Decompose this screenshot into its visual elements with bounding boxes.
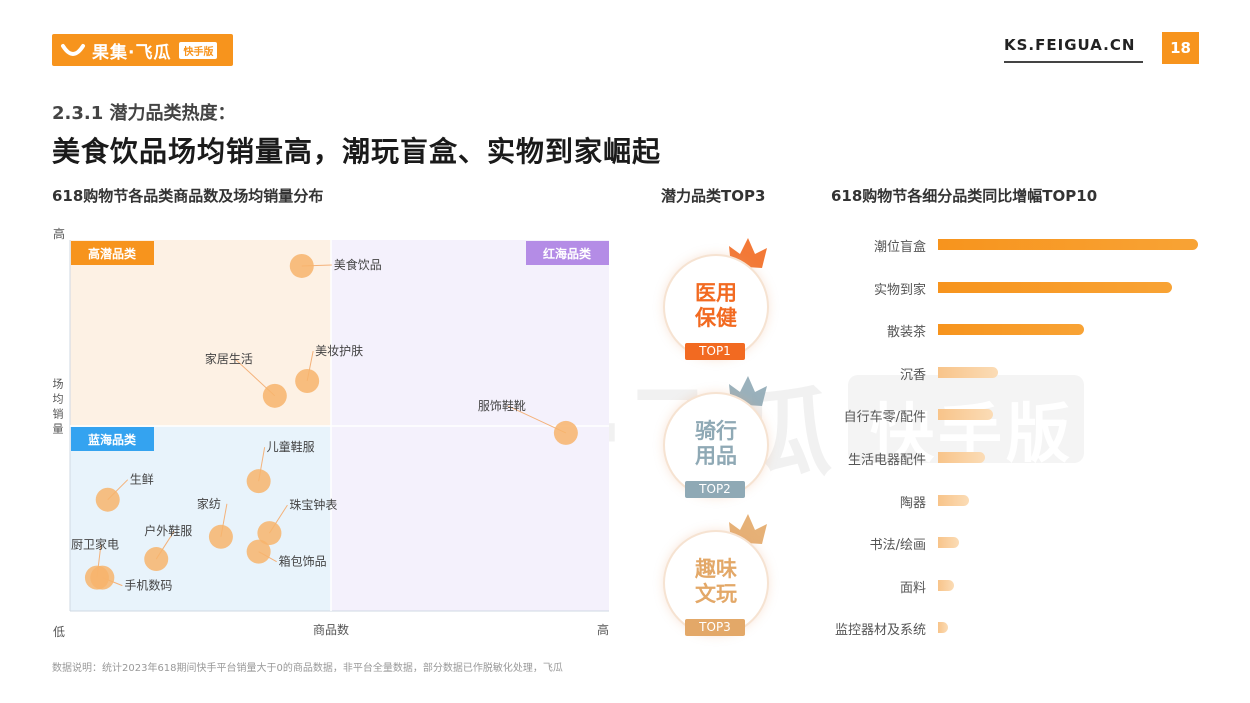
bar [938, 452, 985, 463]
bar-category-label: 陶器 [899, 495, 926, 511]
top3-rank-tag: TOP1 [685, 343, 745, 360]
scatter-point [144, 547, 169, 572]
quadrant-potential-label: 高潜品类 [88, 246, 137, 261]
top3-rank-tag: TOP2 [685, 481, 745, 498]
right-chart-subtitle: 618购物节各细分品类同比增幅TOP10 [831, 187, 1098, 205]
bar-category-label: 自行车零/配件 [843, 410, 926, 426]
scatter-chart: 高潜品类 红海品类 蓝海品类 高 低 商品数 高 场均销量 美食饮品美妆护肤家居… [53, 226, 610, 639]
bar-category-label: 生活电器配件 [847, 453, 926, 468]
quadrant-red-sea-tag-bg [526, 241, 609, 265]
bar [938, 622, 949, 634]
scatter-point-label: 服饰鞋靴 [478, 398, 526, 413]
scatter-point [208, 524, 233, 549]
scatter-point-label: 户外鞋服 [144, 523, 192, 538]
bar [938, 409, 993, 421]
bar-category-label: 监控器材及系统 [834, 623, 926, 639]
bar-category-label: 书法/绘画 [869, 538, 926, 554]
scatter-point-label: 家居生活 [205, 351, 253, 366]
scatter-point-label: 美妆护肤 [315, 343, 363, 358]
bar-category-label: 沉香 [899, 367, 926, 383]
top3-badge-circle [663, 392, 769, 498]
top3-name-line1: 趣味 [695, 557, 737, 581]
site-underline [1004, 61, 1143, 63]
bar-category-label: 散装茶 [886, 325, 926, 341]
scatter-point-label: 儿童鞋服 [267, 439, 315, 454]
logo-mark-icon [61, 44, 85, 56]
scatter-point-label: 珠宝钟表 [289, 497, 337, 512]
quadrant-red-sea-label: 红海品类 [543, 246, 592, 261]
x-axis-label: 商品数 [313, 622, 349, 637]
top3-badge-circle [663, 530, 769, 636]
x-axis-high: 高 [597, 622, 609, 637]
top3-name-line1: 骑行 [695, 419, 737, 443]
bar [938, 494, 970, 506]
scatter-point [553, 420, 578, 445]
scatter-point-label: 家纺 [197, 496, 221, 511]
bar [938, 281, 1172, 293]
footnote: 数据说明：统计2023年618期间快手平台销量大于0的商品数据，非平台全量数据，… [52, 663, 563, 674]
top3-badge-name: 趣味文玩 [665, 557, 767, 607]
scatter-point-label: 箱包饰品 [279, 554, 327, 569]
quadrant-potential-bg [70, 240, 331, 426]
logo-text: 果集·飞瓜 [92, 42, 172, 63]
page-number: 18 [1162, 32, 1199, 64]
scatter-point-label: 手机数码 [124, 578, 172, 593]
bar [938, 579, 954, 591]
top3-rank-tag: TOP3 [685, 619, 745, 636]
scatter-point [246, 469, 271, 494]
top3-name-line1: 医用 [695, 281, 737, 305]
quadrant-blue-sea-tag-bg [71, 427, 154, 451]
site-url[interactable]: KS.FEIGUA.CN [1004, 36, 1136, 54]
scatter-point [246, 539, 271, 564]
scatter-point [295, 368, 320, 393]
quadrant-blue-sea-label: 蓝海品类 [88, 432, 137, 447]
page-title: 美食饮品场均销量高，潮玩盲盒、实物到家崛起 [52, 135, 662, 168]
scatter-point [257, 521, 282, 546]
y-axis-label: 场均销量 [53, 377, 64, 436]
quadrant-potential-tag-bg [71, 241, 154, 265]
scatter-point [90, 565, 115, 590]
top3-name-line2: 保健 [695, 306, 737, 330]
scatter-point-label: 厨卫家电 [71, 537, 119, 552]
scatter-point-label: 生鲜 [130, 473, 154, 487]
bar [938, 537, 959, 549]
top3-badge-circle [663, 254, 769, 360]
top3-badge-name: 骑行用品 [665, 419, 767, 469]
scatter-point [289, 253, 314, 278]
scatter-point [262, 383, 287, 408]
section-title: 2.3.1 潜力品类热度： [52, 103, 236, 124]
y-axis-low: 低 [53, 625, 65, 639]
bar [938, 239, 1198, 250]
bar-category-label: 面料 [899, 580, 926, 596]
top3-name-line2: 用品 [695, 444, 737, 468]
bar [938, 324, 1084, 336]
brand-logo: 果集·飞瓜 快手版 [52, 34, 233, 66]
left-chart-subtitle: 618购物节各品类商品数及场均销量分布 [52, 187, 324, 205]
top3-name-line2: 文玩 [695, 582, 737, 606]
top3-badge-name: 医用保健 [665, 281, 767, 331]
bar-category-label: 潮位盲盒 [873, 240, 926, 255]
bar-category-label: 实物到家 [873, 282, 926, 298]
logo-badge: 快手版 [179, 41, 218, 59]
y-axis-high: 高 [53, 226, 65, 241]
scatter-point [95, 487, 120, 512]
bar [938, 366, 998, 378]
top3-title: 潜力品类TOP3 [661, 187, 766, 205]
scatter-point-label: 美食饮品 [334, 257, 382, 272]
